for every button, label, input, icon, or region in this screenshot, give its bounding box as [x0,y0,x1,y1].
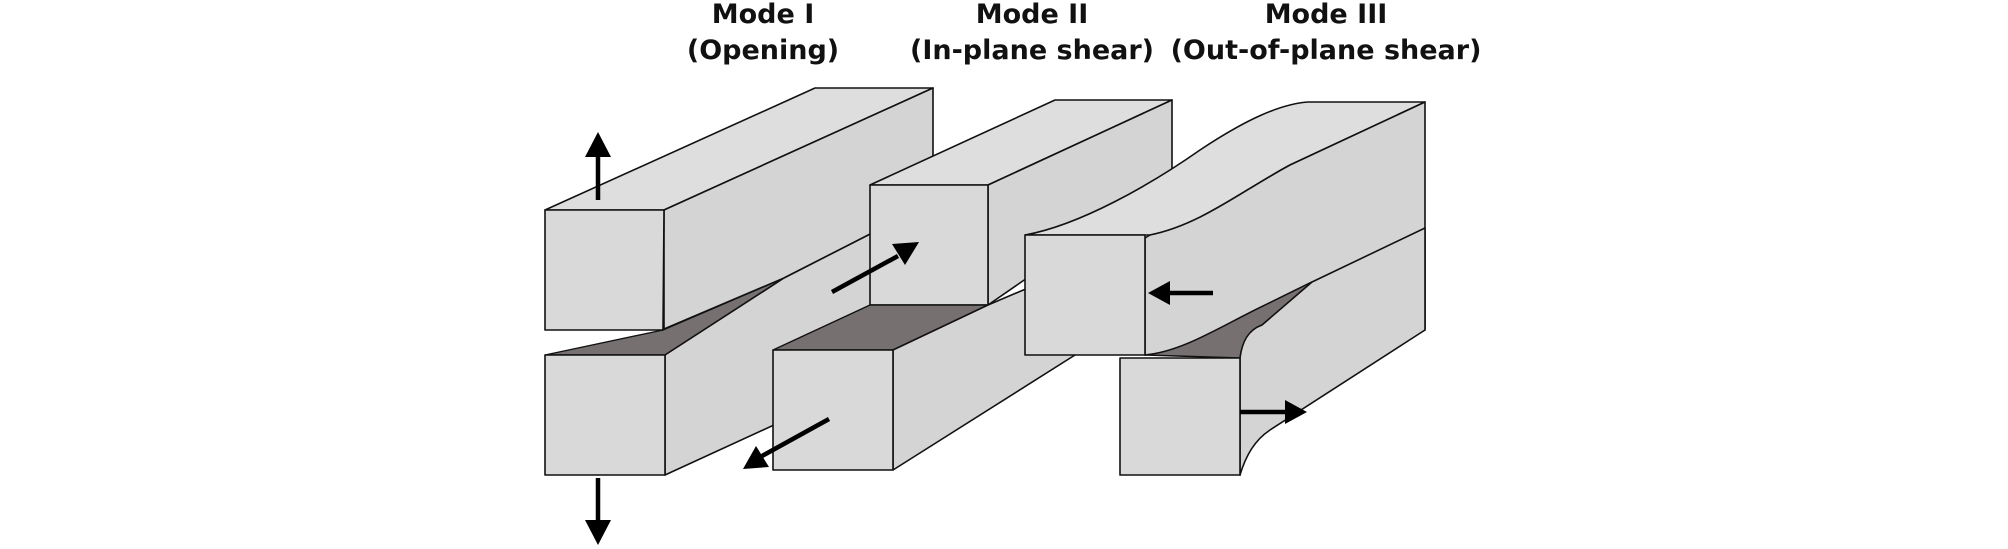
mode-2-lower-arrow-icon [743,417,831,469]
mode-3-subtitle: (Out-of-plane shear) [1170,35,1482,66]
mode-3-upper-block [1024,234,1146,356]
mode-1-subtitle: (Opening) [686,35,840,66]
mode-1-up-arrow-icon [585,132,611,200]
mode-2-title: Mode II [975,0,1089,30]
mode-3-title: Mode III [1264,0,1388,30]
mode-1-title: Mode I [711,0,815,30]
mode-3-specimen [1024,101,1426,476]
mode-1-label: Mode I (Opening) [687,0,839,69]
mode-1-down-arrow-icon [585,478,611,545]
mode-3-label: Mode III (Out-of-plane shear) [1171,0,1482,69]
mode-3-right-arrow-icon [1240,400,1307,424]
mode-2-subtitle: (In-plane shear) [909,35,1155,66]
mode-3-left-arrow-icon [1148,281,1213,305]
mode-2-upper-arrow-icon [830,242,919,294]
mode-2-label: Mode II (In-plane shear) [910,0,1154,69]
